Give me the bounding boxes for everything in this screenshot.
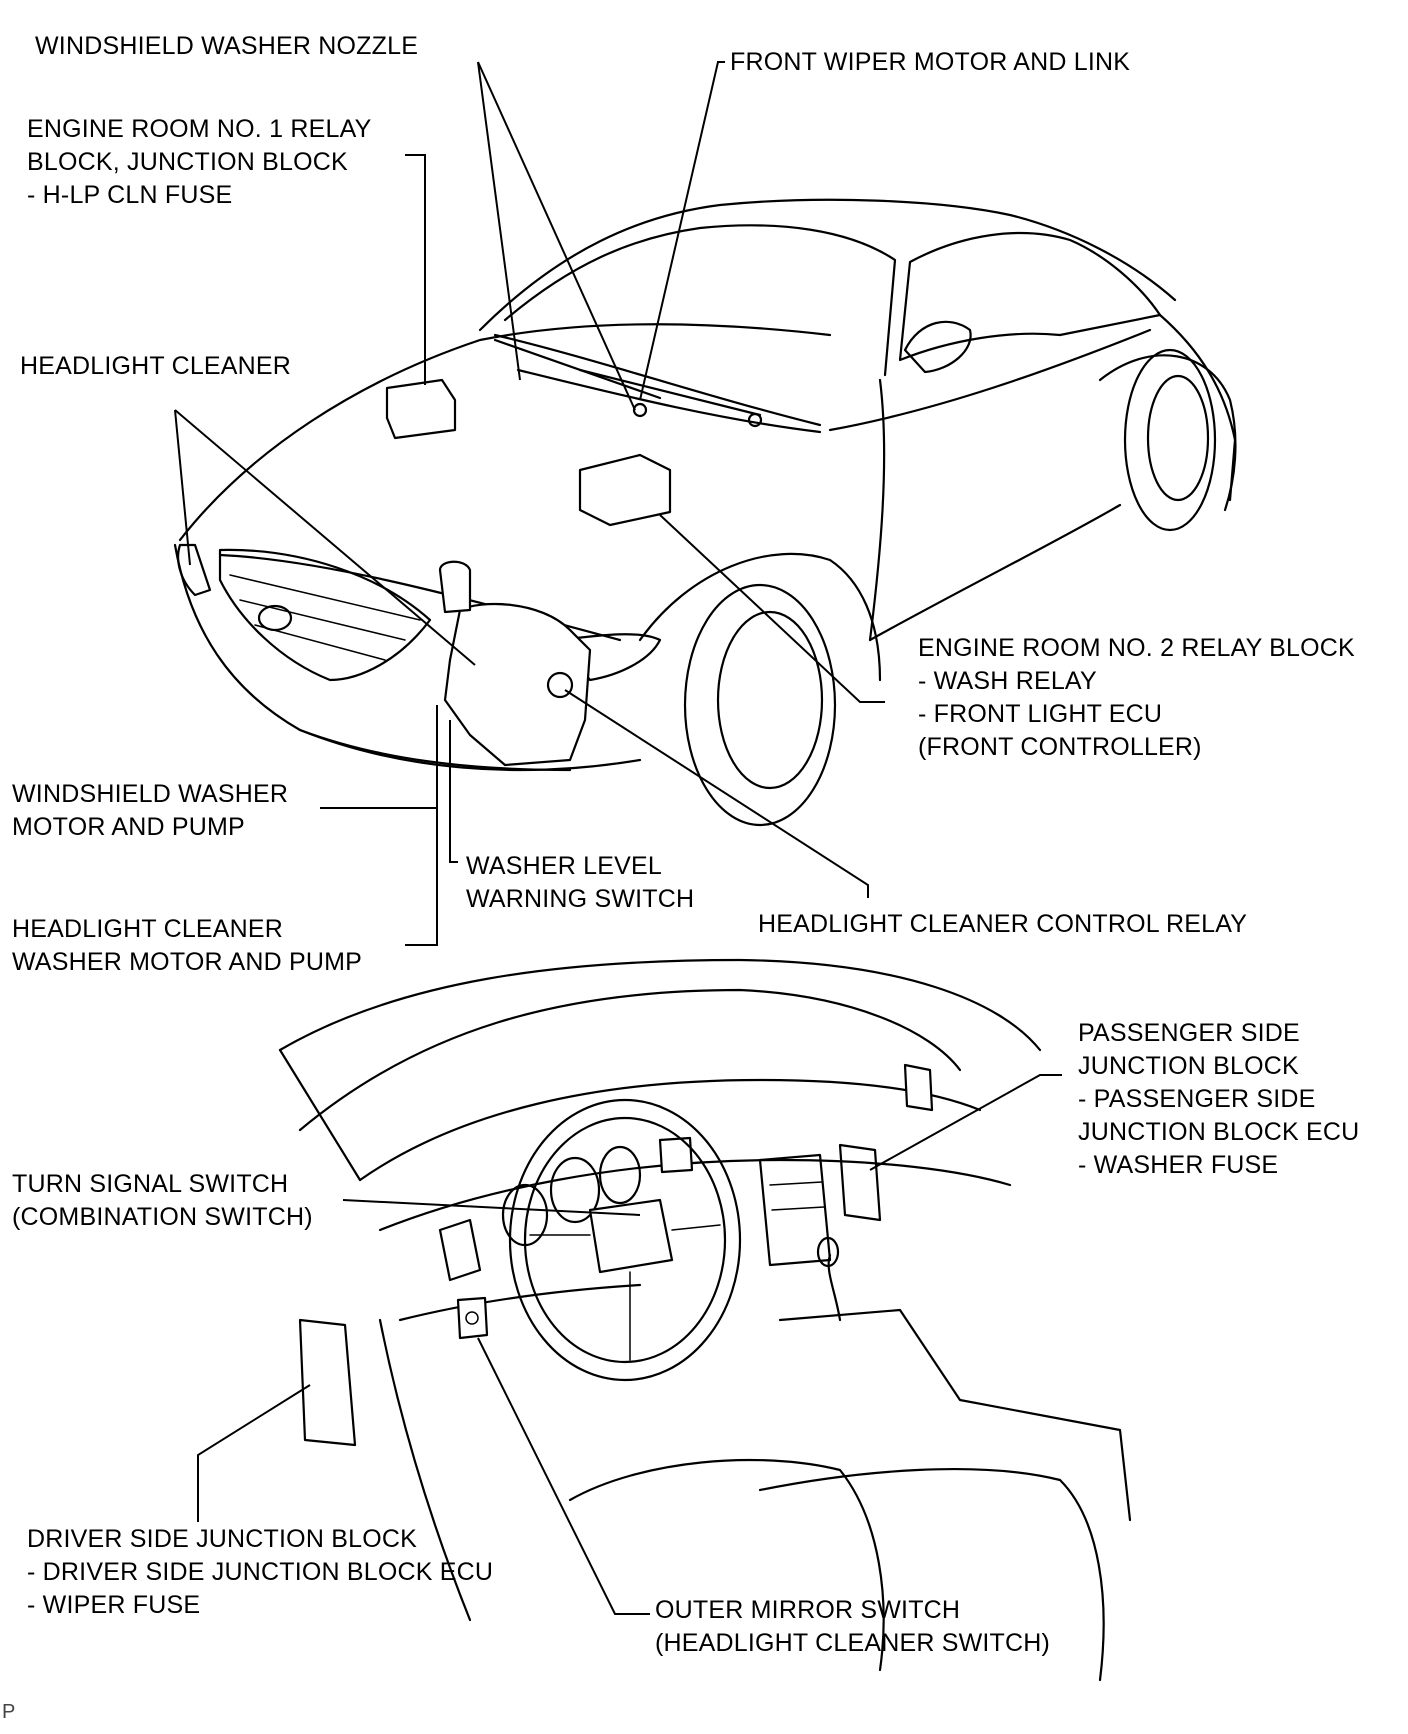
driver-side-junction-block-body [298, 1318, 357, 1447]
label-windshield-washer-motor-and-pump: WINDSHIELD WASHER MOTOR AND PUMP [12, 780, 289, 841]
gauge-right [598, 1145, 642, 1205]
steering-spoke [671, 1224, 721, 1231]
rear-rim [1146, 374, 1210, 502]
cowl-lower [516, 368, 822, 434]
label-headlight-cleaner: HEADLIGHT CLEANER [20, 352, 292, 380]
label-engine-room-no1-relay-block: ENGINE ROOM NO. 1 RELAY BLOCK, JUNCTION … [27, 115, 372, 209]
leader-headlight-cleaner-b [174, 409, 476, 666]
dashboard-face [378, 1158, 1012, 1232]
grille-bar [229, 574, 421, 621]
leader-passenger-side-junction-block [869, 1074, 1062, 1171]
radio-slot [771, 1206, 825, 1211]
gauge-center [549, 1156, 601, 1224]
label-driver-side-junction-block: DRIVER SIDE JUNCTION BLOCK - DRIVER SIDE… [27, 1525, 494, 1619]
label-headlight-cleaner-control-relay: HEADLIGHT CLEANER CONTROL RELAY [758, 910, 1248, 938]
leader-windshield-washer-motor [320, 705, 438, 809]
front-tire [683, 583, 837, 827]
engine-room-no1-relay-block [385, 378, 457, 440]
left-headlight [177, 543, 212, 597]
corner-mark: P [2, 1701, 16, 1723]
grille-bar [239, 599, 406, 641]
radio-slot [769, 1181, 823, 1186]
rear-wheel-arch [1098, 354, 1237, 512]
shifter [827, 1253, 842, 1322]
wiper-arm-right [578, 368, 762, 417]
wiper-pivot-right [747, 412, 763, 428]
leader-turn-signal-switch [342, 1199, 641, 1216]
side-sill [868, 503, 1122, 642]
side-mirror [903, 320, 972, 374]
leader-headlight-cleaner-washer-motor [405, 808, 438, 946]
label-engine-room-no2-relay-block: ENGINE ROOM NO. 2 RELAY BLOCK - WASH REL… [918, 634, 1355, 761]
leader-front-wiper-motor [639, 61, 725, 401]
center-stack [758, 1153, 832, 1267]
wiper-pivot-left [632, 402, 648, 418]
right-headlight [558, 633, 662, 682]
leader-headlight-cleaner-a [174, 409, 191, 566]
grille-outline [218, 548, 432, 682]
dashboard-lower [398, 1283, 642, 1322]
door-panel-left [378, 1318, 472, 1622]
outer-mirror-switch-body [456, 1296, 489, 1340]
label-washer-level-warning-switch: WASHER LEVEL WARNING SWITCH [466, 852, 695, 913]
headlight-cleaner-control-relay-body [546, 671, 574, 699]
interior-illustration [278, 958, 1132, 1682]
front-rim [716, 610, 824, 790]
steering-wheel-inner [523, 1116, 727, 1364]
interior-roof [278, 958, 1042, 1052]
label-front-wiper-motor-and-link: FRONT WIPER MOTOR AND LINK [730, 48, 1131, 76]
windshield-frame [503, 224, 897, 377]
bumper-lower [298, 728, 572, 772]
steering-wheel-rim [508, 1098, 742, 1382]
passenger-seat-edge [758, 1468, 1105, 1682]
shifter-knob [816, 1236, 840, 1268]
label-outer-mirror-switch: OUTER MIRROR SWITCH (HEADLIGHT CLEANER S… [655, 1596, 1051, 1657]
leader-lines [174, 61, 1062, 1615]
leader-headlight-cleaner-control-relay [564, 689, 869, 898]
car-illustration [173, 198, 1237, 1447]
side-crease [828, 328, 1152, 432]
driver-seat [568, 1458, 885, 1672]
car-roof-line [478, 198, 1177, 332]
leader-engine-room-no2 [659, 514, 885, 703]
leader-washer-level-switch [449, 720, 458, 863]
steering-hub [588, 1198, 674, 1274]
washer-filler-neck [438, 560, 472, 614]
left-vent [438, 1218, 482, 1282]
wiper-arm-left [493, 338, 662, 400]
cowl-panel [493, 333, 822, 427]
leader-driver-side-junction-block [197, 1384, 311, 1522]
a-pillar-left [278, 1048, 362, 1182]
label-windshield-washer-nozzle: WINDSHIELD WASHER NOZZLE [35, 32, 419, 60]
leader-engine-room-no1 [405, 154, 426, 385]
washer-tank [443, 602, 592, 767]
mirror-switch-knob [465, 1311, 479, 1325]
leader-washer-nozzle-a [477, 61, 521, 381]
hood-outline [178, 323, 832, 542]
label-passenger-side-junction-block: PASSENGER SIDE JUNCTION BLOCK - PASSENGE… [1078, 1019, 1360, 1179]
leader-outer-mirror-switch [477, 1337, 650, 1615]
center-console [778, 1308, 1132, 1522]
front-wheel-arch [638, 552, 882, 682]
passenger-side-junction-block-body [838, 1143, 882, 1222]
door-line [868, 378, 886, 642]
right-vent [903, 1063, 934, 1112]
rear-tire [1123, 348, 1217, 532]
leader-washer-nozzle-b [477, 61, 636, 411]
interior-windshield [298, 988, 962, 1132]
label-headlight-cleaner-washer-motor-and-pump: HEADLIGHT CLEANER WASHER MOTOR AND PUMP [12, 915, 363, 976]
rear-deck [1158, 313, 1237, 502]
emblem [257, 604, 293, 632]
engine-room-no2-relay-block [578, 453, 672, 527]
label-turn-signal-switch: TURN SIGNAL SWITCH (COMBINATION SWITCH) [12, 1170, 313, 1231]
